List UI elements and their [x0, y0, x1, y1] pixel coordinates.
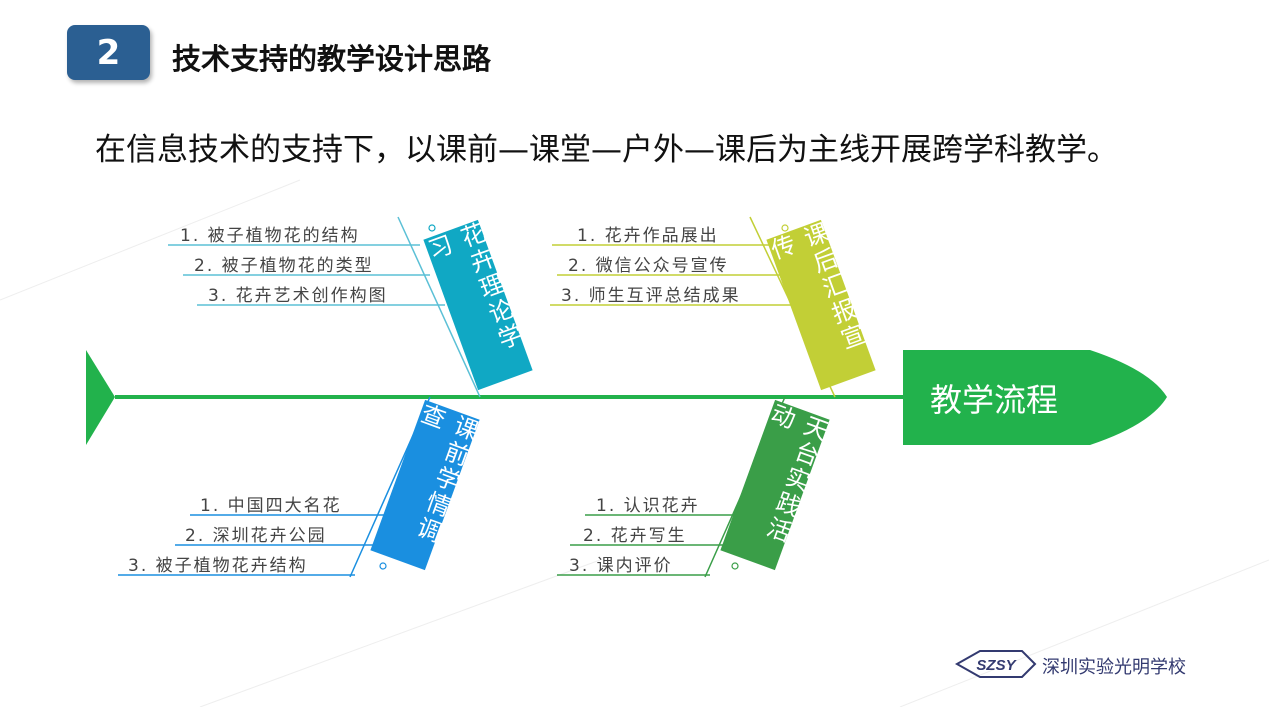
section-number-badge: 2 [67, 25, 150, 80]
school-logo-mark: SZSY [954, 650, 1037, 678]
branch-item: 2. 微信公众号宣传 [568, 256, 729, 276]
branch-item: 2. 花卉写生 [583, 526, 687, 546]
branch-item: 3. 花卉艺术创作构图 [208, 286, 388, 306]
branch-item: 1. 认识花卉 [596, 496, 700, 516]
fishbone-tail [86, 350, 115, 445]
subtitle: 在信息技术的支持下，以课前—课堂—户外—课后为主线开展跨学科教学。 [95, 132, 1118, 168]
branch-item: 2. 深圳花卉公园 [185, 526, 327, 546]
branch-item: 3. 课内评价 [569, 556, 673, 576]
svg-text:SZSY: SZSY [976, 657, 1017, 674]
branch-item: 2. 被子植物花的类型 [194, 256, 374, 276]
fishbone-head-label: 教学流程 [930, 381, 1059, 419]
branch-item: 3. 师生互评总结成果 [561, 286, 741, 306]
branch-item: 1. 中国四大名花 [200, 496, 342, 516]
school-name: 深圳实验光明学校 [1042, 657, 1186, 678]
page-title: 技术支持的教学设计思路 [172, 42, 492, 76]
branch-item: 1. 被子植物花的结构 [180, 226, 360, 246]
fishbone-head [903, 350, 1167, 445]
branch-item: 3. 被子植物花卉结构 [128, 556, 308, 576]
branch-item: 1. 花卉作品展出 [577, 226, 719, 246]
